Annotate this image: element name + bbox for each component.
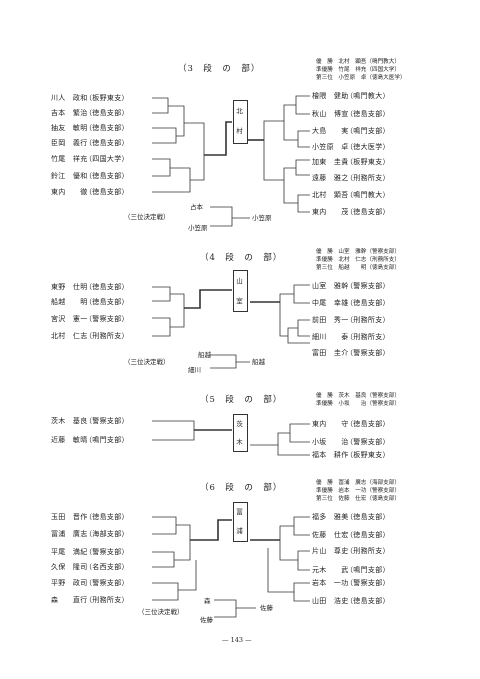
yon-third-label: （三位決定戦） [124, 358, 170, 366]
san-third-a: 占本 [190, 203, 203, 211]
san-winner-box: 北村 [233, 100, 248, 144]
roku-third-line [214, 599, 256, 609]
list-item: 臣岡 義行（徳島支部） [51, 139, 129, 147]
list-item: 遠藤 雅之（刑務所支） [312, 174, 390, 182]
roku-title: （6 段 の 部） [200, 483, 283, 493]
roku-right-bracket [250, 516, 310, 602]
list-item: 平野 政司（警察支部） [51, 579, 129, 587]
list-item: 小笠原 卓（徳大医学） [312, 143, 390, 151]
list-item: 福本 耕作（板野東支） [312, 451, 390, 459]
list-item: 茨木 基良（警察支部） [51, 417, 129, 425]
list-item: 船越 明（徳島支部） [51, 298, 129, 306]
san-third-b: 小笠原 [188, 224, 208, 232]
list-item: 抽友 敏明（徳島支部） [51, 124, 129, 132]
list-item: 加東 圭貴（板野東支） [312, 158, 390, 166]
list-item: 北村 顕吾（鳴門教大） [312, 191, 390, 199]
list-item: 東内 守（徳島支部） [312, 420, 390, 428]
list-item: 川人 政和（板野東支） [51, 94, 129, 102]
list-item: 小坂 治（警察支部） [312, 438, 390, 446]
roku-third-a: 森 [204, 597, 211, 605]
yon-third-line [210, 354, 250, 363]
san-results: 優 勝 北村 顕吾（鳴門教大） 準優勝 竹尾 祥充（四国大学） 第三位 小笠原 … [316, 59, 406, 81]
list-item: 大島 実（鳴門支部） [312, 127, 390, 135]
yon-left-bracket [152, 286, 232, 337]
list-item: 東野 仕明（徳島支部） [51, 283, 129, 291]
list-item: 鈴江 優和（徳島支部） [51, 172, 129, 180]
san-right-bracket [248, 95, 310, 213]
list-item: 富田 圭介（警察支部） [312, 349, 390, 357]
list-item: 佐藤 仕宏（徳島支部） [312, 531, 390, 539]
go-title: （5 段 の 部） [200, 395, 283, 405]
list-item: 北村 仁志（刑務所支） [51, 332, 129, 340]
list-item: 山室 雅幹（警察支部） [312, 282, 390, 290]
yon-winner-box: 山室 [233, 270, 248, 312]
yon-third-a: 船越 [198, 351, 211, 359]
list-item: 近藤 敏晴（鳴門支部） [51, 436, 129, 444]
list-item: 檜隈 健助（鳴門教大） [312, 92, 390, 100]
list-item: 吉本 繁治（徳島支部） [51, 109, 129, 117]
yon-third-result: 船越 [252, 358, 265, 366]
san-third-label: （三位決定戦） [124, 213, 170, 221]
go-results: 優 勝 茨木 基良（警察支部） 準優勝 小坂 治（警察支部） [316, 393, 400, 407]
list-item: 片山 尊史（刑務所支） [312, 547, 390, 555]
roku-winner-box: 冨浦 [233, 502, 248, 542]
list-item: 森 直行（刑務所支） [51, 596, 129, 604]
list-item: 宮沢 憲一（警察支部） [51, 315, 129, 323]
roku-results: 優 勝 冨浦 廣志（海部支部） 準優勝 岩本 一功（警察支部） 第三位 佐藤 仕… [316, 480, 400, 502]
go-bracket [152, 420, 310, 456]
san-third-result: 小笠原 [252, 214, 272, 222]
page-number: — 143 — [222, 636, 252, 644]
yon-results: 優 勝 山室 雅幹（警察支部） 準優勝 北村 仁志（刑務所支） 第三位 船越 明… [316, 249, 400, 271]
list-item: 久保 隆司（名西支部） [51, 563, 129, 571]
yon-third-b: 細川 [188, 366, 201, 374]
list-item: 東内 茂（徳島支部） [312, 208, 390, 216]
list-item: 中尾 幸雄（徳島支部） [312, 299, 390, 307]
list-item: 竹尾 祥充（四国大学） [51, 155, 129, 163]
yon-right-bracket [250, 284, 310, 344]
roku-third-b: 佐藤 [200, 616, 213, 624]
san-left-bracket [152, 97, 232, 193]
list-item: 東内 徹（徳島支部） [51, 188, 129, 196]
san-title: （3 段 の 部） [178, 64, 261, 74]
list-item: 岩本 一功（警察支部） [312, 579, 390, 587]
list-item: 平尾 満紀（警察支部） [51, 548, 129, 556]
list-item: 山田 浩史（徳島支部） [312, 597, 390, 605]
list-item: 玉田 晋作（徳島支部） [51, 513, 129, 521]
yon-title: （4 段 の 部） [200, 253, 283, 263]
roku-third-label: （三位決定戦） [138, 608, 184, 616]
list-item: 細川 泰（刑務所支） [312, 333, 390, 341]
roku-third-result: 佐藤 [260, 604, 273, 612]
san-third-line [210, 206, 250, 219]
list-item: 福多 雅美（徳島支部） [312, 513, 390, 521]
list-item: 秋山 博宣（徳島支部） [312, 110, 390, 118]
list-item: 元木 武（鳴門支部） [312, 566, 390, 574]
list-item: 冨浦 廣志（海部支部） [51, 530, 129, 538]
go-winner-box: 茨木 [233, 414, 248, 452]
list-item: 前田 秀一（刑務所支） [312, 316, 390, 324]
roku-left-bracket [152, 516, 232, 601]
